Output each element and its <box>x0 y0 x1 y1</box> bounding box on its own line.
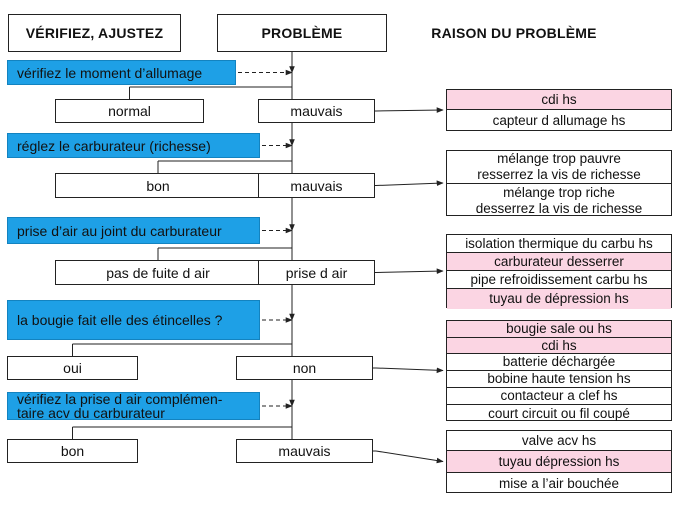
check-step-2: réglez le carburateur (richesse) <box>7 133 260 158</box>
reason-item: capteur d allumage hs <box>492 112 626 128</box>
reason-item: pipe refroidissement carbu hs <box>447 271 671 289</box>
check-step-5-label: vérifiez la prise d air complémen- taire… <box>17 391 223 421</box>
reason-item: mise a l’air bouchée <box>498 475 620 491</box>
outcome-good-4-label: oui <box>63 360 82 376</box>
check-step-5: vérifiez la prise d air complémen- taire… <box>7 392 260 420</box>
outcome-bad-5-label: mauvais <box>278 443 331 459</box>
outcome-good-1-label: normal <box>108 103 151 119</box>
outcome-bad-3-label: prise d air <box>285 264 348 281</box>
reason-item: carburateur desserrer <box>447 253 671 271</box>
reason-item: isolation thermique du carbu hs <box>447 235 671 253</box>
outcome-bad-3: prise d air <box>258 260 375 285</box>
check-step-1: vérifiez le moment d’allumage <box>7 60 236 85</box>
outcome-good-2: bon <box>55 173 261 198</box>
reason-item: bobine haute tension hs <box>447 371 671 388</box>
outcome-good-3: pas de fuite d air <box>55 260 261 285</box>
header-reason: RAISON DU PROBLÈME <box>423 14 605 52</box>
reason-item: batterie déchargée <box>447 354 671 371</box>
reason-item: valve acv hs <box>447 431 671 451</box>
reason-arrow <box>375 367 444 374</box>
reason-list-2: mélange trop pauvre resserrez la vis de … <box>446 150 672 216</box>
check-step-2-label: réglez le carburateur (richesse) <box>17 137 211 154</box>
outcome-bad-4-label: non <box>292 360 317 376</box>
reason-item: mélange trop riche desserrez la vis de r… <box>475 184 643 216</box>
check-step-3-label: prise d’air au joint du carburateur <box>17 222 222 239</box>
outcome-bad-5: mauvais <box>236 439 373 463</box>
outcome-bad-1: mauvais <box>258 99 375 123</box>
reason-arrow <box>375 107 444 113</box>
reason-item: bougie sale ou hs <box>447 321 671 338</box>
check-step-4-label: la bougie fait elle des étincelles ? <box>17 312 223 328</box>
outcome-bad-2: mauvais <box>258 173 375 198</box>
reason-arrow <box>375 268 444 274</box>
reason-item: cdi hs <box>447 90 671 110</box>
reason-list-1: cdi hs capteur d allumage hs <box>446 89 672 131</box>
check-step-3: prise d’air au joint du carburateur <box>7 217 260 244</box>
outcome-bad-1-label: mauvais <box>290 103 343 119</box>
reason-arrow <box>375 180 444 187</box>
reason-item: contacteur a clef hs <box>447 388 671 405</box>
reason-item: tuyau dépression hs <box>447 451 671 473</box>
outcome-bad-2-label: mauvais <box>290 177 343 194</box>
outcome-good-5: bon <box>7 439 138 463</box>
reason-arrow <box>375 450 444 464</box>
header-problem: PROBLÈME <box>217 14 387 52</box>
check-step-1-label: vérifiez le moment d’allumage <box>17 64 203 81</box>
reason-item: court circuit ou fil coupé <box>488 405 630 421</box>
outcome-good-3-label: pas de fuite d air <box>106 264 210 281</box>
outcome-bad-4: non <box>236 356 373 380</box>
reason-item: mélange trop pauvre resserrez la vis de … <box>447 151 671 184</box>
outcome-good-1: normal <box>55 99 204 123</box>
outcome-good-4: oui <box>7 356 138 380</box>
check-step-4: la bougie fait elle des étincelles ? <box>7 300 260 340</box>
reason-item: cdi hs <box>447 338 671 354</box>
outcome-good-5-label: bon <box>60 443 85 459</box>
reason-item: tuyau de dépression hs <box>447 289 671 309</box>
header-check: VÉRIFIEZ, AJUSTEZ <box>8 14 181 52</box>
outcome-good-2-label: bon <box>146 177 170 194</box>
